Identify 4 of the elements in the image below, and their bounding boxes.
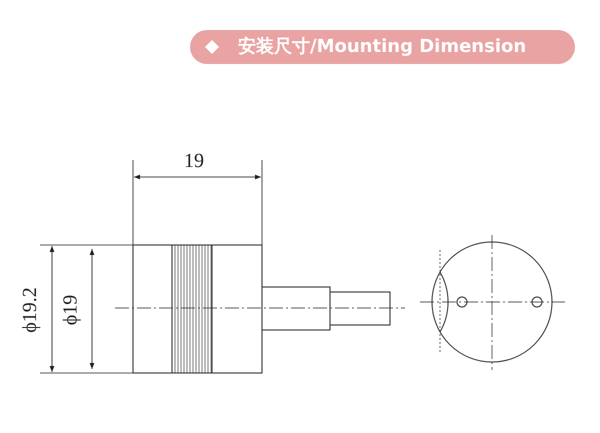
dimension-label: ϕ19 bbox=[58, 294, 81, 326]
title: 安装尺寸/Mounting Dimension bbox=[238, 36, 526, 58]
dimension-label: 19 bbox=[184, 150, 204, 172]
dimension-label: ϕ19.2 bbox=[18, 287, 41, 333]
